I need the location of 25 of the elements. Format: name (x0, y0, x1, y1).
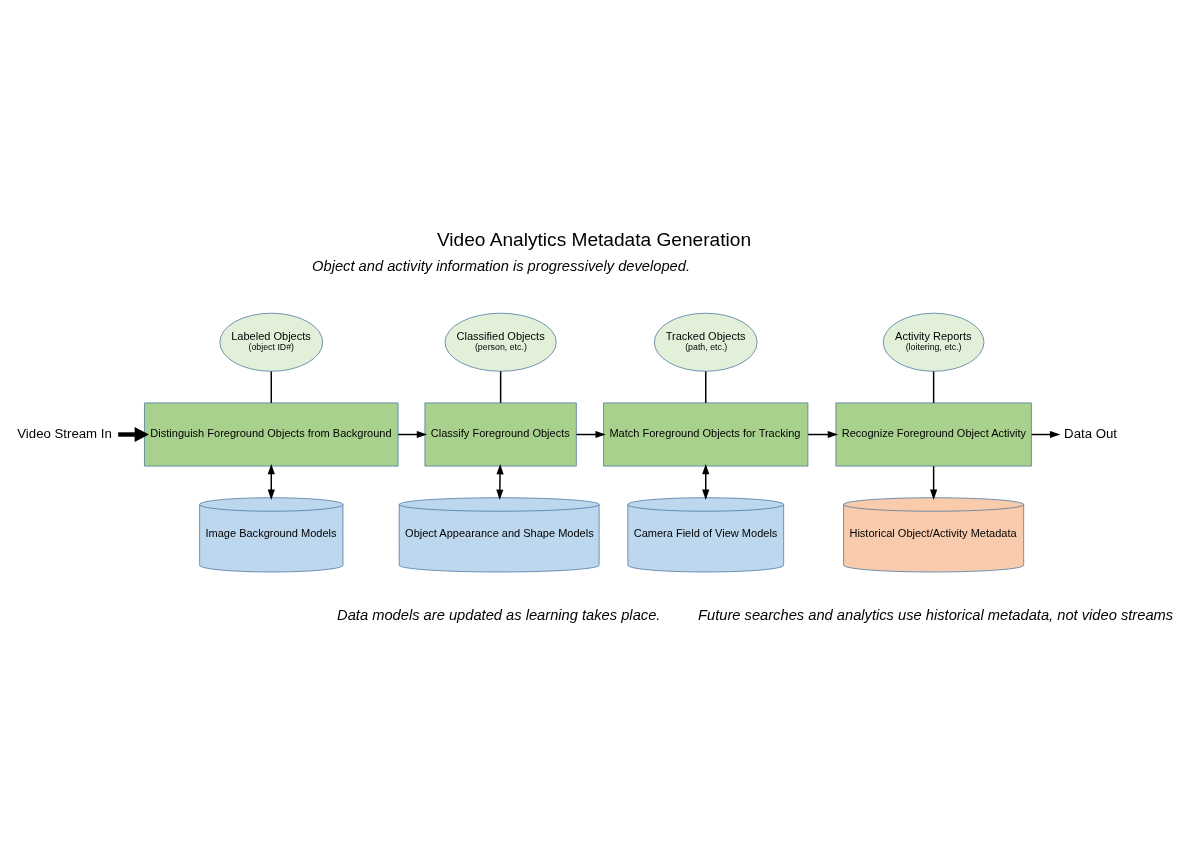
node-text: Video Stream In (17, 425, 112, 441)
arrow (930, 465, 938, 500)
arrow (397, 430, 428, 439)
connector (932, 370, 935, 404)
connector (499, 370, 502, 404)
node-ellipse: Tracked Objects (path, etc.) (653, 312, 758, 372)
diagram-title: Video Analytics Metadata Generation (436, 229, 752, 251)
node-ellipse: Classified Objects (person, etc.) (444, 312, 557, 372)
node-box: Distinguish Foreground Objects from Background (144, 402, 399, 467)
node-ellipse: Activity Reports (loitering, etc.) (882, 312, 985, 372)
arrow (118, 427, 149, 442)
arrow (1030, 430, 1061, 439)
node-box: Classify Foreground Objects (424, 402, 577, 467)
node-box: Match Foreground Objects for Tracking (603, 402, 809, 467)
node-box: Recognize Foreground Object Activity (835, 402, 1032, 467)
connector (705, 370, 707, 404)
label: Data models are updated as learning takes place. (337, 606, 661, 623)
node-ellipse: Labeled Objects (object ID#) (219, 312, 324, 372)
node-text: Data Out (1064, 425, 1118, 441)
connector (270, 370, 272, 404)
arrow (496, 464, 504, 500)
arrow (807, 430, 839, 439)
label: Future searches and analytics use historical metadata, not video streams (698, 606, 1174, 623)
arrow (575, 430, 606, 439)
label: Object and activity information is progressively developed. (312, 258, 691, 275)
